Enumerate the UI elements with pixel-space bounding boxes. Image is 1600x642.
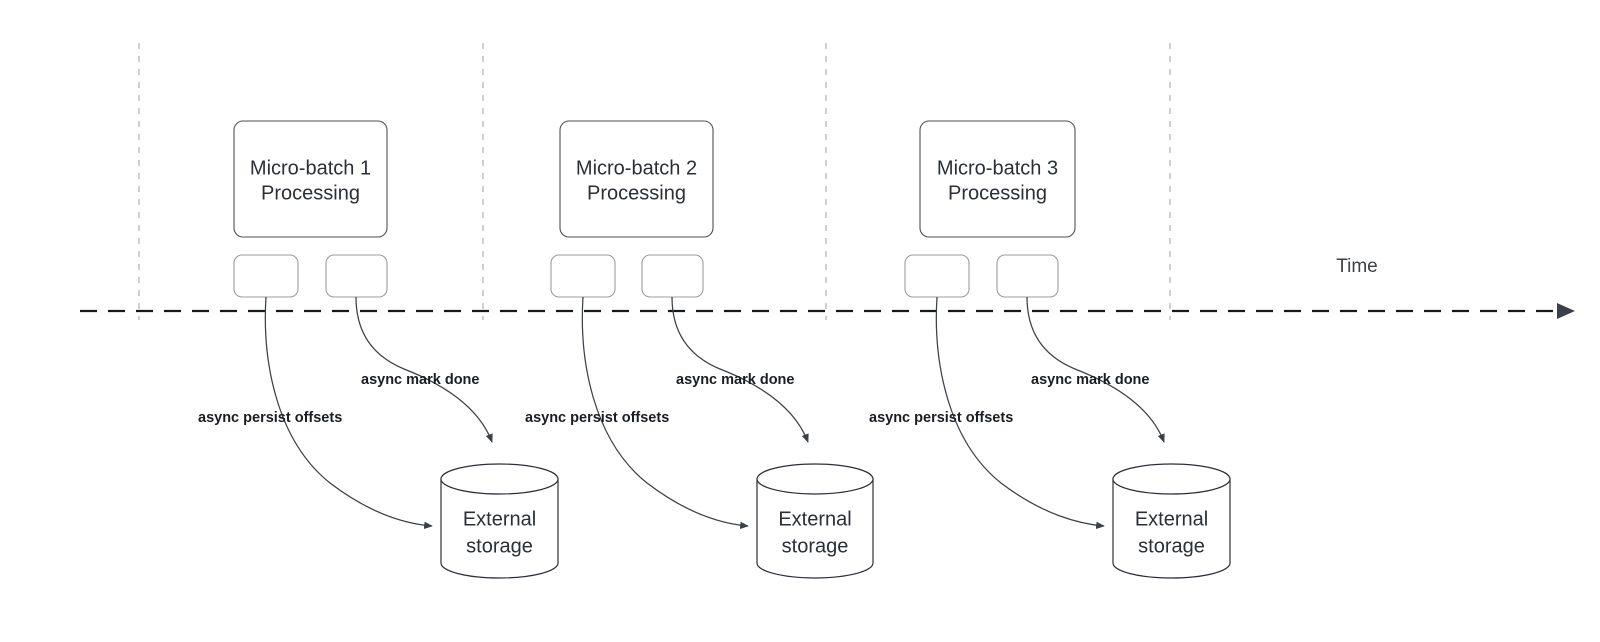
timeline-axis: Time [80,256,1575,319]
task-box-1[interactable] [233,254,299,298]
external-storage-cylinder-body[interactable] [440,478,559,579]
external-storage-cylinder-top [1112,463,1231,495]
micro-batch-label-line1: Micro-batch 3 [937,157,1058,179]
micro-batch-box[interactable] [233,120,388,238]
micro-batch-box[interactable] [919,120,1076,238]
async-persist-offsets-label: async persist offsets [869,410,1013,426]
external-storage-cylinder-body[interactable] [1112,478,1231,579]
task-box-2[interactable] [325,254,388,298]
micro-batch-label-line2: Processing [587,182,686,204]
micro-batch-label-line1: Micro-batch 1 [250,157,371,179]
async-mark-done-label: async mark done [676,372,794,388]
external-storage-cylinder-top [440,463,559,495]
external-storage-label-line1: External [1135,508,1208,530]
persist-offsets-flow [581,296,749,530]
task-box-1[interactable] [550,254,616,298]
external-storage-label-line2: storage [782,535,849,557]
micro-batch-label-line1: Micro-batch 2 [576,157,697,179]
async-persist-offsets-label: async persist offsets [525,410,669,426]
mark-done-flow [355,296,493,443]
async-mark-done-label: async mark done [361,372,479,388]
mark-done-flow [671,296,809,443]
persist-offsets-flow [935,296,1105,530]
micro-batch-label-line2: Processing [948,182,1047,204]
task-box-2[interactable] [996,254,1059,298]
task-box-2[interactable] [641,254,704,298]
mark-done-flow [1026,296,1165,443]
external-storage-cylinder-top [756,463,874,495]
task-box-1[interactable] [904,254,970,298]
persist-offsets-flow [264,296,433,530]
external-storage-cylinder-body[interactable] [756,478,874,579]
timeline-arrowhead-icon [1557,303,1575,319]
async-persist-offsets-label: async persist offsets [198,410,342,426]
micro-batch-label-line2: Processing [261,182,360,204]
external-storage-label-line1: External [463,508,536,530]
async-mark-done-label: async mark done [1031,372,1149,388]
time-axis-label: Time [1336,256,1378,277]
external-storage-label-line2: storage [466,535,533,557]
micro-batch-box[interactable] [559,120,714,238]
external-storage-label-line1: External [778,508,851,530]
external-storage-label-line2: storage [1138,535,1205,557]
